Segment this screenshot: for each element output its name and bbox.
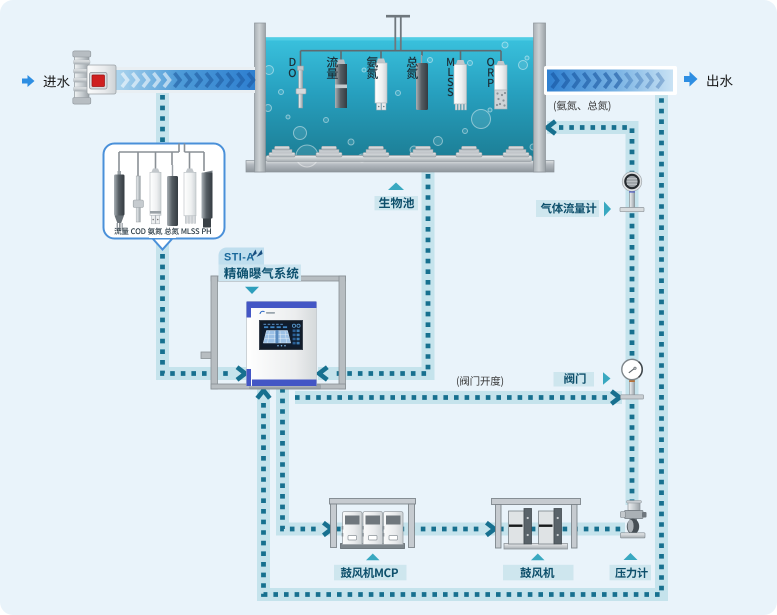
svg-text:STI-A: STI-A bbox=[224, 252, 255, 264]
